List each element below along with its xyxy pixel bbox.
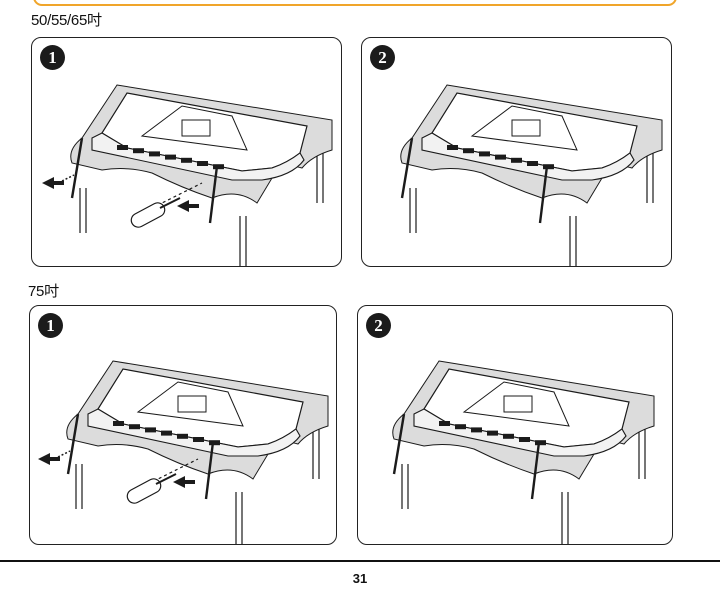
screwdriver-handle — [126, 478, 162, 504]
tv-stand-attach-illustration — [38, 360, 329, 544]
tv-bottom-edge — [87, 408, 301, 457]
stand-left — [70, 137, 84, 199]
screwdriver-shaft — [155, 473, 177, 485]
stand-right — [208, 165, 219, 224]
stand-right — [530, 441, 541, 500]
rear-port — [527, 161, 538, 166]
section-label-75: 75吋 — [28, 283, 59, 300]
vesa-plate — [181, 119, 211, 137]
rear-port — [495, 154, 506, 160]
tv-bottom-edge — [413, 408, 627, 457]
screwdriver-handle — [130, 202, 166, 228]
rear-port — [181, 157, 192, 163]
rear-port — [113, 421, 124, 426]
tv-stand-attached-illustration — [392, 360, 655, 544]
screw-left — [57, 450, 71, 458]
stand-left — [400, 137, 414, 199]
rear-port — [133, 148, 144, 154]
tv-bottom-edge — [91, 132, 305, 181]
rear-port — [511, 157, 522, 163]
tv-stand-attached-illustration — [400, 84, 663, 266]
vesa-plate — [503, 395, 533, 413]
vesa-plate — [511, 119, 541, 137]
insert-arrow-left — [38, 453, 60, 465]
rear-port — [543, 164, 554, 170]
rear-port — [197, 161, 208, 166]
rear-port — [165, 154, 176, 160]
rear-port — [519, 437, 530, 442]
rear-port — [455, 424, 466, 430]
step-2-panel-75: 2 — [357, 305, 673, 545]
footer-rule — [0, 560, 720, 562]
rear-port — [193, 437, 204, 442]
rear-port — [129, 424, 140, 430]
stand-right — [204, 441, 215, 500]
screw-left — [61, 174, 75, 182]
rear-port — [145, 427, 156, 433]
screwdriver-shaft — [159, 197, 181, 209]
rear-port — [149, 151, 160, 157]
page-number: 31 — [352, 571, 368, 586]
vesa-plate — [177, 395, 207, 413]
rear-port — [479, 151, 490, 157]
rear-port — [209, 440, 220, 446]
rear-port — [213, 164, 224, 170]
insert-arrow-right — [173, 476, 195, 488]
step-2-panel-50-55-65: 2 — [361, 37, 672, 267]
tv-stand-attach-illustration — [42, 84, 333, 266]
step-number-badge: 1 — [38, 313, 63, 338]
section-label-50-55-65: 50/55/65吋 — [31, 12, 102, 29]
rear-port — [471, 427, 482, 433]
stand-left — [392, 413, 406, 475]
rear-port — [535, 440, 546, 446]
tv-bottom-edge — [421, 132, 635, 181]
step-number-badge: 2 — [366, 313, 391, 338]
rear-port — [117, 145, 128, 150]
rear-port — [487, 430, 498, 436]
rear-port — [447, 145, 458, 150]
step-1-panel-50-55-65: 1 — [31, 37, 342, 267]
rear-port — [161, 430, 172, 436]
stand-left — [66, 413, 80, 475]
rear-port — [177, 433, 188, 439]
rear-port — [439, 421, 450, 426]
step-1-panel-75: 1 — [29, 305, 337, 545]
rear-port — [463, 148, 474, 154]
rear-port — [503, 433, 514, 439]
header-accent-rule — [33, 0, 677, 6]
stand-right — [538, 165, 549, 224]
step-number-badge: 1 — [40, 45, 65, 70]
insert-arrow-right — [177, 200, 199, 212]
insert-arrow-left — [42, 177, 64, 189]
step-number-badge: 2 — [370, 45, 395, 70]
